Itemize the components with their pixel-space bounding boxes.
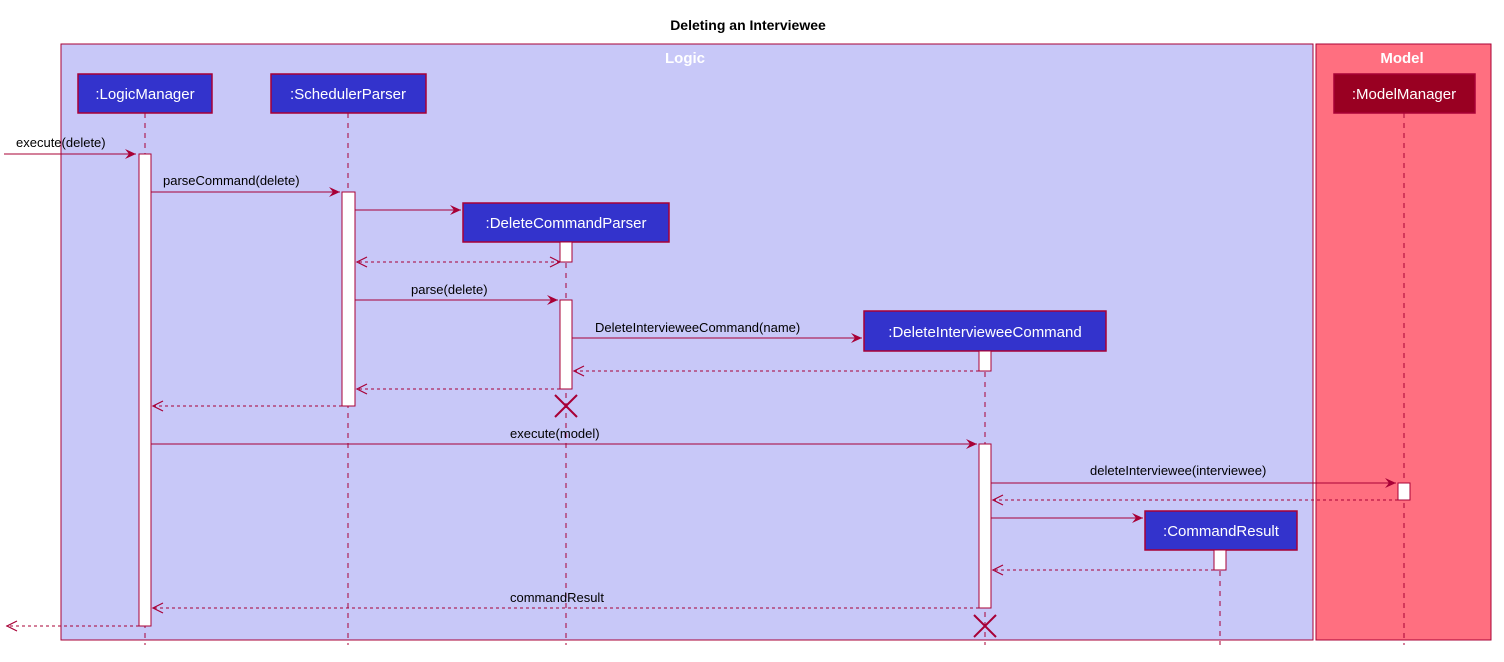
- activation-delete-interviewee-command-2: [978, 443, 992, 609]
- participant-delete-interviewee-command-label: :DeleteIntervieweeCommand: [888, 324, 1081, 341]
- participant-logic-manager-label: :LogicManager: [95, 86, 194, 103]
- label-parse-command: parseCommand(delete): [163, 173, 300, 188]
- participant-command-result-label: :CommandResult: [1163, 523, 1280, 540]
- destroy-marker-delete-command-parser: [554, 394, 578, 418]
- return-arrowhead: [355, 383, 368, 395]
- activation-logic-manager: [138, 153, 152, 627]
- return-arrowhead: [151, 602, 164, 614]
- logic-box-title: Logic: [665, 50, 705, 67]
- label-constructor: DeleteIntervieweeCommand(name): [595, 320, 800, 335]
- activation-model-manager: [1397, 482, 1411, 501]
- participant-delete-command-parser: :DeleteCommandParser: [462, 202, 670, 243]
- participant-model-manager-label: :ModelManager: [1352, 86, 1456, 103]
- return-arrowhead: [151, 400, 164, 412]
- label-delete-interviewee: deleteInterviewee(interviewee): [1090, 463, 1266, 478]
- participant-scheduler-parser: :SchedulerParser: [270, 73, 427, 114]
- activation-delete-command-parser-1: [559, 241, 573, 263]
- return-arrowhead: [5, 620, 18, 632]
- model-box-title: Model: [1380, 50, 1423, 67]
- activation-scheduler-parser: [341, 191, 356, 407]
- destroy-marker-delete-interviewee-command: [973, 614, 997, 638]
- participant-model-manager: :ModelManager: [1333, 73, 1476, 114]
- label-execute-delete: execute(delete): [16, 135, 106, 150]
- diagram-title: Deleting an Interviewee: [670, 17, 826, 33]
- activation-delete-command-parser-2: [559, 299, 573, 390]
- activation-command-result: [1213, 549, 1227, 571]
- participant-delete-command-parser-label: :DeleteCommandParser: [486, 215, 647, 232]
- return-arrowhead: [991, 494, 1004, 506]
- activation-delete-interviewee-command-1: [978, 350, 992, 372]
- logic-box: [60, 43, 1314, 641]
- return-arrowhead: [572, 365, 585, 377]
- participant-command-result: :CommandResult: [1144, 510, 1298, 551]
- participant-scheduler-parser-label: :SchedulerParser: [290, 86, 406, 103]
- return-arrowhead: [991, 564, 1004, 576]
- label-execute-model: execute(model): [510, 426, 600, 441]
- label-parse: parse(delete): [411, 282, 488, 297]
- participant-delete-interviewee-command: :DeleteIntervieweeCommand: [863, 310, 1107, 352]
- participant-logic-manager: :LogicManager: [77, 73, 213, 114]
- return-arrowhead: [355, 256, 368, 268]
- label-command-result: commandResult: [510, 590, 604, 605]
